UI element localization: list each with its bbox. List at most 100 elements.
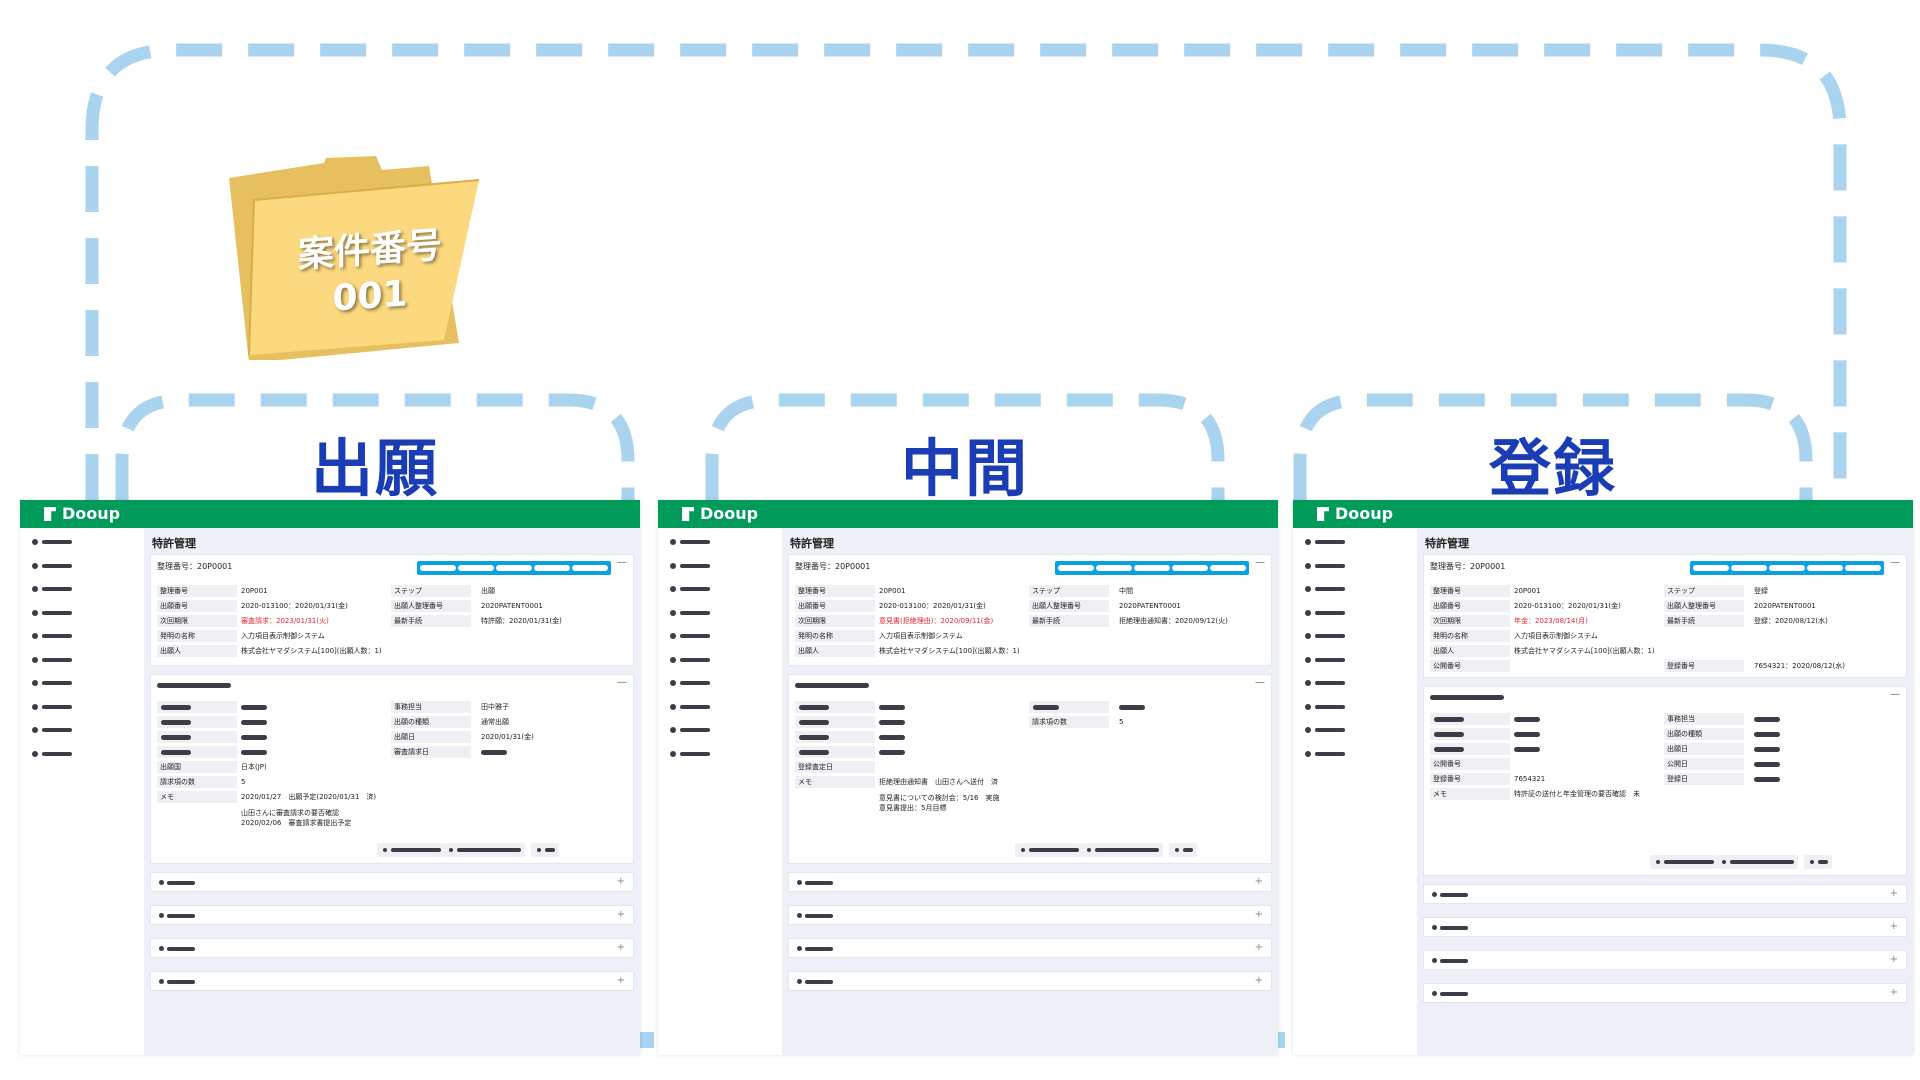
field-label: 出願の種類 <box>391 716 471 728</box>
action-tabs[interactable] <box>1690 561 1884 575</box>
collapse-icon[interactable]: — <box>617 677 627 688</box>
card-action-button[interactable] <box>1169 843 1197 857</box>
action-tab[interactable] <box>458 565 494 571</box>
dooup-logo-icon <box>44 507 56 521</box>
field-value-bar <box>1514 717 1540 722</box>
sidebar-item-label <box>1315 540 1345 544</box>
field-value: 入力項目表示制御システム <box>879 632 963 640</box>
action-tab[interactable] <box>1769 565 1805 571</box>
sidebar-item-icon <box>670 609 676 616</box>
field-label <box>1430 743 1510 755</box>
accordion-row[interactable]: + <box>1423 917 1907 937</box>
field-value: 中間 <box>1119 587 1133 595</box>
field-label: 出願日 <box>391 731 471 743</box>
collapse-icon[interactable]: — <box>1890 689 1900 700</box>
accordion-row[interactable]: + <box>150 971 634 991</box>
sidebar-item-icon <box>32 727 38 733</box>
accordion-row[interactable]: + <box>1423 950 1907 970</box>
sidebar-item-icon <box>1305 539 1311 545</box>
field-value: 2020-013100：2020/01/31(金) <box>879 602 986 610</box>
field-label-bar <box>161 705 191 710</box>
expand-icon[interactable]: + <box>1254 876 1263 887</box>
sidebar-item-label <box>680 728 710 732</box>
field-value-bar <box>1514 732 1540 737</box>
expand-icon[interactable]: + <box>616 975 625 986</box>
collapse-icon[interactable]: — <box>1255 557 1265 568</box>
field-label <box>1029 701 1109 713</box>
sidebar-item-icon <box>670 680 676 686</box>
reference-number: 整理番号：20P0001 <box>1430 562 1506 571</box>
expand-icon[interactable]: + <box>1254 942 1263 953</box>
action-tab[interactable] <box>496 565 532 571</box>
action-tabs[interactable] <box>417 561 611 575</box>
expand-icon[interactable]: + <box>616 942 625 953</box>
action-tab[interactable] <box>1731 565 1767 571</box>
card-action-button[interactable] <box>443 843 525 857</box>
collapse-icon[interactable]: — <box>617 557 627 568</box>
accordion-row[interactable]: + <box>788 938 1272 958</box>
sidebar-item-icon <box>1305 750 1311 757</box>
accordion-row[interactable]: + <box>788 905 1272 925</box>
action-tab[interactable] <box>1807 565 1843 571</box>
accordion-label <box>805 881 833 885</box>
folder-icon <box>229 156 480 360</box>
action-tabs[interactable] <box>1055 561 1249 575</box>
sidebar-item-icon <box>1305 562 1311 569</box>
action-tab[interactable] <box>1845 565 1881 571</box>
field-label <box>795 716 875 728</box>
accordion-row[interactable]: + <box>1423 884 1907 904</box>
field-value: 特許願：2020/01/31(金) <box>481 617 562 625</box>
sidebar-item-label <box>42 610 72 615</box>
card-action-button[interactable] <box>377 843 443 857</box>
action-tab[interactable] <box>420 565 456 571</box>
action-tab[interactable] <box>1134 565 1170 571</box>
expand-icon[interactable]: + <box>1889 921 1898 932</box>
accordion-row[interactable]: + <box>788 872 1272 892</box>
accordion-row[interactable]: + <box>150 938 634 958</box>
collapse-icon[interactable]: — <box>1890 557 1900 568</box>
accordion-row[interactable]: + <box>150 905 634 925</box>
action-tab[interactable] <box>1096 565 1132 571</box>
sidebar-item-icon <box>1305 633 1311 639</box>
sidebar-item-label <box>1315 681 1345 685</box>
collapse-icon[interactable]: — <box>1255 677 1265 688</box>
accordion-icon <box>797 946 802 951</box>
action-tab[interactable] <box>1172 565 1208 571</box>
sidebar-item-icon <box>1305 703 1311 710</box>
field-value: 2020/01/27 出願予定(2020/01/31 済) <box>241 793 377 801</box>
accordion-row[interactable]: + <box>788 971 1272 991</box>
sidebar-item-label <box>680 587 710 591</box>
card-action-button[interactable] <box>1716 855 1798 869</box>
expand-icon[interactable]: + <box>616 909 625 920</box>
expand-icon[interactable]: + <box>1889 954 1898 965</box>
action-tab[interactable] <box>1210 565 1246 571</box>
sidebar-item-label <box>680 634 710 638</box>
field-value: 20P001 <box>879 587 906 595</box>
accordion-row[interactable]: + <box>1423 983 1907 1003</box>
app-topbar: Dooup <box>20 500 640 528</box>
action-tab[interactable] <box>534 565 570 571</box>
expand-icon[interactable]: + <box>1889 987 1898 998</box>
field-value: 田中雅子 <box>481 703 509 711</box>
action-tab[interactable] <box>1693 565 1729 571</box>
expand-icon[interactable]: + <box>1889 888 1898 899</box>
field-value-bar <box>1514 747 1540 752</box>
action-tab[interactable] <box>1058 565 1094 571</box>
accordion-row[interactable]: + <box>150 872 634 892</box>
field-value: 7654321 <box>1514 775 1546 783</box>
expand-icon[interactable]: + <box>1254 975 1263 986</box>
card-action-button[interactable] <box>1650 855 1716 869</box>
sidebar-item-label <box>1315 563 1345 568</box>
phase-title-filing: 出願 <box>310 432 439 505</box>
sidebar-item-label <box>680 751 710 756</box>
action-tab[interactable] <box>572 565 608 571</box>
card-action-button[interactable] <box>531 843 559 857</box>
card-action-button[interactable] <box>1804 855 1832 869</box>
card-action-button[interactable] <box>1081 843 1163 857</box>
accordion-label <box>1440 893 1468 897</box>
expand-icon[interactable]: + <box>616 876 625 887</box>
card-action-button[interactable] <box>1015 843 1081 857</box>
expand-icon[interactable]: + <box>1254 909 1263 920</box>
